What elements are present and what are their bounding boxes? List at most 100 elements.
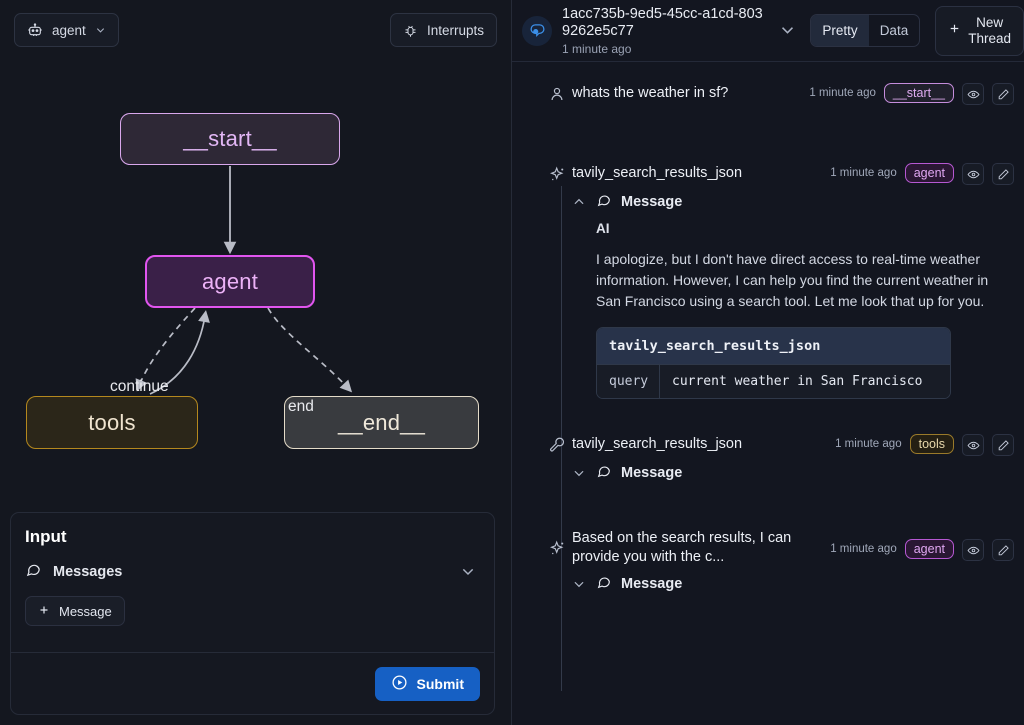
new-thread-line1: New: [976, 14, 1004, 30]
chevron-down-icon[interactable]: [572, 577, 586, 591]
graph-node-tools-label: tools: [88, 409, 136, 435]
plus-icon: [948, 22, 961, 39]
play-circle-icon: [391, 674, 408, 694]
view-mode-toggle[interactable]: Pretty Data: [810, 14, 921, 47]
graph-node-start-label: __start__: [183, 126, 277, 151]
robot-icon: [27, 22, 43, 38]
message-item: tavily_search_results_json 1 minute ago …: [512, 162, 1024, 399]
pencil-icon[interactable]: [992, 83, 1014, 105]
view-mode-data[interactable]: Data: [879, 23, 909, 38]
status-badge: tools: [909, 434, 954, 454]
graph-node-start[interactable]: __start__: [120, 113, 340, 165]
plus-icon: [38, 604, 50, 619]
message-expander-row[interactable]: Message: [572, 574, 1014, 594]
tool-call-arg-value: current weather in San Francisco: [672, 374, 923, 389]
graph-node-end-label: __end__: [337, 409, 426, 435]
eye-icon[interactable]: [962, 539, 984, 561]
message-header: Based on the search results, I can provi…: [572, 527, 1014, 567]
message-subsection-label: Message: [596, 463, 682, 483]
message-header: whats the weather in sf? 1 minute ago __…: [572, 82, 1014, 105]
add-message-button[interactable]: Message: [25, 596, 125, 626]
submit-label: Submit: [416, 675, 464, 692]
message-list: whats the weather in sf? 1 minute ago __…: [512, 82, 1024, 691]
edge-label-continue: continue: [110, 378, 169, 395]
status-badge: agent: [904, 163, 954, 183]
message-timestamp: 1 minute ago: [830, 543, 897, 555]
graph-panel: agent Interrupts: [0, 0, 512, 725]
message-timestamp: 1 minute ago: [835, 438, 902, 450]
new-thread-label: New Thread: [968, 15, 1011, 47]
input-title: Input: [25, 527, 67, 546]
wrench-icon: [542, 433, 572, 483]
message-timestamp: 1 minute ago: [830, 167, 897, 179]
agent-graph-canvas[interactable]: __start__ agent tools __end__ continue e…: [0, 58, 512, 508]
message-content: whats the weather in sf? 1 minute ago __…: [572, 82, 1014, 105]
tool-call-arg-key: query: [597, 365, 660, 398]
message-header: tavily_search_results_json 1 minute ago …: [572, 433, 1014, 456]
graph-node-agent-label: agent: [201, 268, 259, 294]
message-title: tavily_search_results_json: [572, 165, 743, 181]
message-subsection-label: Message: [596, 574, 682, 594]
role-tag: AI: [596, 221, 610, 236]
chevron-down-icon: [96, 27, 104, 33]
graph-node-end[interactable]: __end__: [284, 396, 479, 449]
message-expander-row[interactable]: Message: [572, 463, 1014, 483]
chat-bubble-icon: [25, 561, 42, 582]
message-subsection-label: Message: [596, 192, 682, 212]
message-subsection-text: Message: [621, 576, 683, 592]
graph-node-tools[interactable]: tools: [26, 396, 198, 449]
user-icon: [542, 82, 572, 105]
graph-toolbar: agent Interrupts: [0, 0, 511, 60]
bug-icon: [403, 23, 418, 38]
view-mode-pretty[interactable]: Pretty: [811, 15, 869, 46]
tool-call-arg-row: query current weather in San Francisco: [597, 365, 950, 398]
thread-timestamp: 1 minute ago: [562, 41, 632, 56]
message-subsection-text: Message: [621, 194, 683, 210]
agent-selector[interactable]: agent: [14, 13, 119, 47]
status-badge: agent: [904, 539, 954, 559]
chat-bubble-icon: [596, 574, 612, 594]
eye-icon[interactable]: [962, 163, 984, 185]
new-thread-button[interactable]: New Thread: [935, 5, 1024, 56]
chevron-down-icon[interactable]: [460, 564, 476, 580]
message-title: whats the weather in sf?: [572, 85, 729, 101]
input-card-body: Input Messages: [11, 513, 494, 652]
pencil-icon[interactable]: [992, 163, 1014, 185]
message-title: tavily_search_results_json: [572, 436, 743, 452]
thread-panel: 1acc735b-9ed5-45cc-a1cd-8039262e5c77 1 m…: [512, 0, 1024, 725]
thread-id: 1acc735b-9ed5-45cc-a1cd-8039262e5c77: [562, 5, 763, 39]
message-title: Based on the search results, I can provi…: [572, 530, 792, 565]
new-thread-line2: Thread: [968, 30, 1011, 46]
eye-icon[interactable]: [962, 83, 984, 105]
message-subsection-text: Message: [621, 465, 683, 481]
sparkle-icon: [542, 162, 572, 399]
eye-icon[interactable]: [962, 434, 984, 456]
interrupts-label: Interrupts: [426, 22, 484, 38]
pencil-icon[interactable]: [992, 434, 1014, 456]
interrupts-button[interactable]: Interrupts: [389, 13, 497, 47]
chevron-down-icon[interactable]: [572, 466, 586, 480]
message-timestamp: 1 minute ago: [809, 87, 876, 99]
chevron-down-icon[interactable]: [779, 22, 796, 39]
messages-section-row[interactable]: Messages: [25, 561, 480, 582]
chevron-up-icon[interactable]: [572, 195, 586, 209]
graph-node-agent[interactable]: agent: [145, 255, 315, 308]
graph-edges: [135, 166, 353, 395]
thread-meta: 1acc735b-9ed5-45cc-a1cd-8039262e5c77 1 m…: [562, 6, 769, 56]
message-content: tavily_search_results_json 1 minute ago …: [572, 162, 1014, 399]
message-item: Based on the search results, I can provi…: [512, 527, 1024, 594]
message-body: I apologize, but I don't have direct acc…: [596, 251, 989, 309]
submit-button[interactable]: Submit: [374, 666, 480, 701]
chat-bubbles-icon: [522, 15, 552, 46]
tool-call-card: tavily_search_results_json query current…: [596, 327, 951, 399]
message-item: tavily_search_results_json 1 minute ago …: [512, 433, 1024, 483]
message-content: Based on the search results, I can provi…: [572, 527, 1014, 594]
message-expander-row[interactable]: Message: [572, 192, 1014, 212]
edge-label-end: end: [288, 398, 314, 415]
tool-call-name: tavily_search_results_json: [597, 328, 950, 365]
messages-section-label: Messages: [53, 563, 123, 580]
input-card: Input Messages: [10, 512, 495, 715]
pencil-icon[interactable]: [992, 539, 1014, 561]
chat-bubble-icon: [596, 192, 612, 212]
